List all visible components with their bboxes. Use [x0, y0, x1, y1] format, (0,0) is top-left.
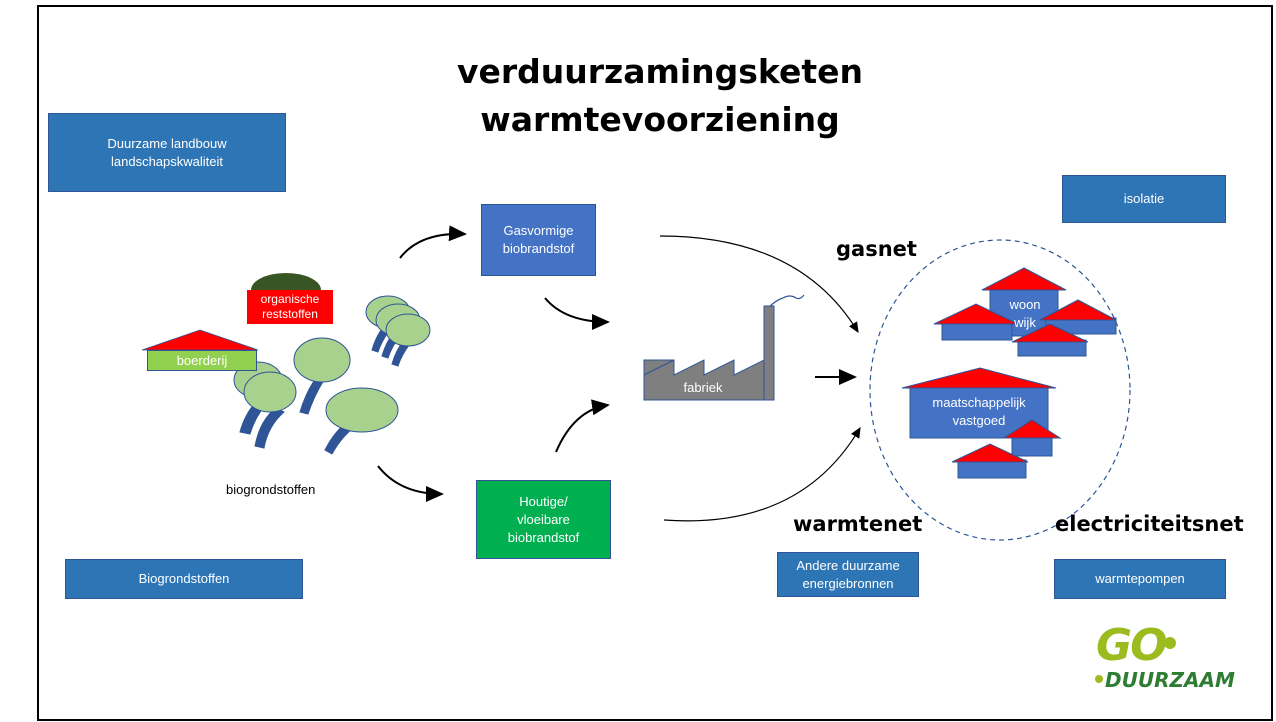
label-electriciteitsnet: electriciteitsnet — [1055, 512, 1244, 536]
trees-icon — [233, 295, 431, 455]
box-houtige-biobrandstof: Houtige/ vloeibare biobrandstof — [476, 480, 611, 559]
title-line-2: warmtevoorziening — [480, 100, 840, 139]
box-isolatie: isolatie — [1062, 175, 1226, 223]
label-biogrondstoffen-text: biogrondstoffen — [226, 482, 316, 497]
label-fabriek: fabriek — [683, 380, 723, 395]
box-warmtepompen: warmtepompen — [1054, 559, 1226, 599]
arrow-to-houtig — [377, 465, 444, 502]
arrow-gas-to-factory — [544, 297, 610, 330]
label-vastgoed: maatschappelijk vastgoed — [932, 395, 1026, 428]
arrow-houtig-to-factory — [555, 399, 610, 453]
vastgoed-houses-icon — [901, 367, 1062, 479]
logo-dot-small — [1095, 675, 1103, 683]
label-warmtenet: warmtenet — [793, 512, 923, 536]
arrow-to-gas — [399, 225, 467, 259]
box-gasvormige-biobrandstof: Gasvormige biobrandstof — [481, 204, 596, 276]
arrow-gasnet — [659, 235, 859, 334]
factory-icon — [643, 294, 805, 401]
title-line-1: verduurzamingsketen — [456, 52, 864, 91]
label-woonwijk: woon wijk — [1009, 297, 1041, 330]
arrow-warmtenet — [663, 426, 861, 522]
neighbourhood-circle — [869, 239, 1131, 541]
box-andere-energiebronnen: Andere duurzame energiebronnen — [777, 552, 919, 597]
logo-dot — [1164, 637, 1176, 649]
logo-go: GO — [1096, 620, 1168, 671]
label-gasnet: gasnet — [836, 237, 917, 261]
slide-frame — [37, 5, 1273, 721]
box-biogrondstoffen: Biogrondstoffen — [65, 559, 303, 599]
slide-title: verduurzamingsketen warmtevoorziening — [380, 48, 940, 144]
label-boerderij: boerderij — [147, 350, 257, 371]
box-duurzame-landbouw: Duurzame landbouw landschapskwaliteit — [48, 113, 286, 192]
logo-duurzaam: DUURZAAM — [1105, 668, 1235, 692]
label-organische-reststoffen: organische reststoffen — [247, 290, 333, 324]
woonwijk-houses-icon — [933, 267, 1117, 357]
farm-roof-icon — [141, 329, 259, 351]
